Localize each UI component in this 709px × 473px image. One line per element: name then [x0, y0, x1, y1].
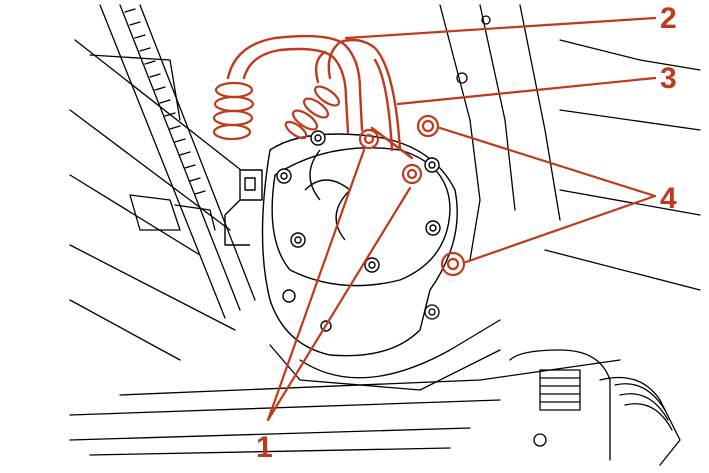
callout-4: 4	[660, 182, 677, 215]
callout-3: 3	[660, 62, 677, 95]
refrigerant-hoses	[226, 34, 414, 160]
driveshaft-boot	[509, 349, 681, 466]
callout-leaders	[266, 16, 657, 422]
hose-fitting-left	[212, 81, 255, 141]
leader-2	[344, 16, 657, 40]
leader-4a	[438, 126, 657, 198]
compressor-front-plate	[271, 147, 451, 287]
engine-bay-line-art	[69, 4, 701, 466]
highlighted-parts	[212, 34, 466, 277]
leader-4b	[464, 194, 657, 264]
leader-1a	[266, 148, 366, 422]
compressor	[224, 130, 458, 357]
callout-2: 2	[660, 2, 677, 35]
mounting-nuts	[416, 114, 466, 277]
radiator-belt	[99, 4, 256, 319]
callout-1: 1	[256, 431, 273, 464]
leader-1b	[266, 186, 412, 422]
hose-fitting-center	[284, 85, 341, 140]
hose-mounting-bolts	[358, 128, 423, 185]
leader-3	[396, 76, 657, 106]
